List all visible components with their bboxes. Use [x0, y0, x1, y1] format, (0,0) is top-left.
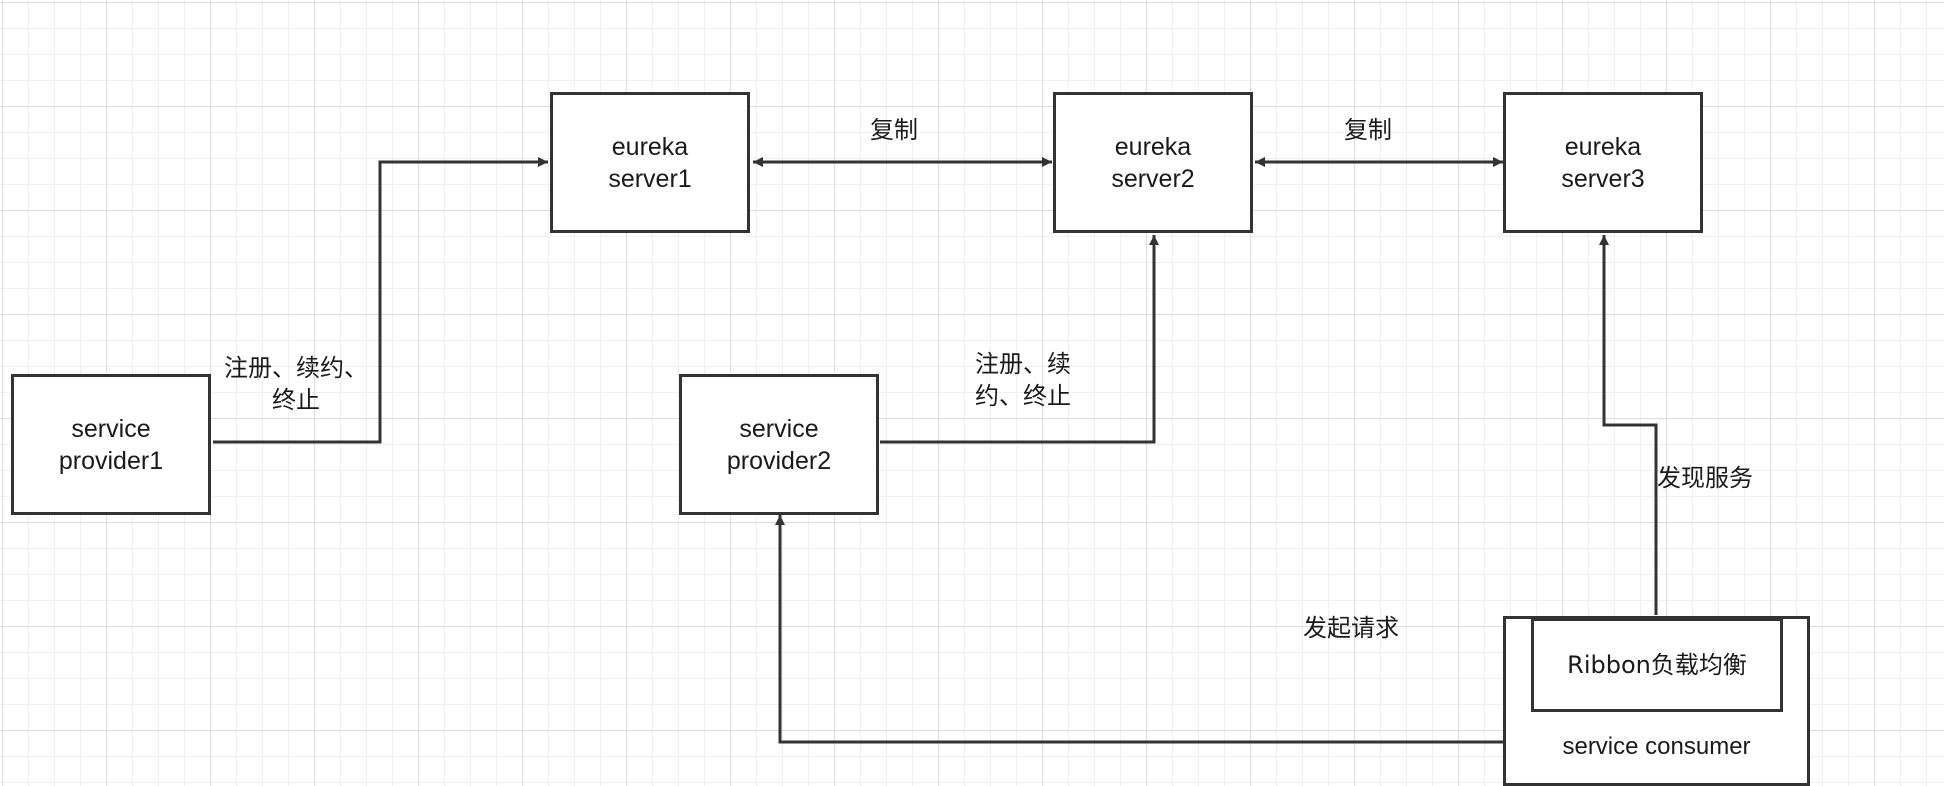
- node-label-line1: eureka: [1564, 132, 1642, 161]
- eureka-server2-node: eureka server2: [1053, 92, 1253, 233]
- edge-label-replicate-2-3: 复制: [1344, 116, 1392, 144]
- node-label-line1: service: [739, 414, 819, 443]
- eureka-server1-node: eureka server1: [550, 92, 750, 233]
- edge-label-discover-service: 发现服务: [1657, 464, 1753, 492]
- edge-label-send-request: 发起请求: [1303, 614, 1399, 642]
- node-label-line1: service: [71, 414, 151, 443]
- eureka-server3-node: eureka server3: [1503, 92, 1703, 233]
- node-label-line2: provider1: [58, 446, 164, 475]
- consumer-label: service consumer: [1562, 733, 1751, 760]
- edge-label-provider1-register: 注册、续约、 终止: [218, 352, 374, 416]
- edge-label-replicate-1-2: 复制: [870, 116, 918, 144]
- service-provider2-node: service provider2: [679, 374, 879, 515]
- edge-label-provider2-register: 注册、续 约、终止: [968, 348, 1078, 412]
- request-edge: [775, 515, 1503, 744]
- ribbon-load-balancer-node: Ribbon负载均衡: [1531, 618, 1783, 712]
- node-label-line2: server1: [608, 164, 692, 193]
- service-provider1-node: service provider1: [11, 374, 211, 515]
- register-edge-provider2: [880, 235, 1159, 444]
- register-edge-provider1: [213, 157, 548, 444]
- edge-label-line: 终止: [272, 386, 320, 414]
- edge-label-line: 注册、续: [975, 350, 1071, 378]
- node-label-line1: eureka: [611, 132, 689, 161]
- node-label-line1: eureka: [1114, 132, 1192, 161]
- ribbon-label: Ribbon负载均衡: [1567, 651, 1747, 679]
- node-label-line2: server3: [1561, 164, 1645, 193]
- node-label-line2: provider2: [726, 446, 832, 475]
- node-label-line2: server2: [1111, 164, 1195, 193]
- discover-edge: [1599, 235, 1658, 615]
- edge-label-line: 注册、续约、: [224, 354, 368, 382]
- edge-label-line: 约、终止: [975, 382, 1071, 410]
